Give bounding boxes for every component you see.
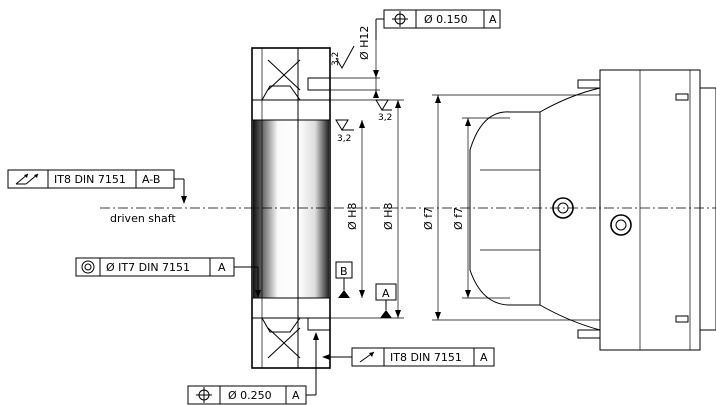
roughness-icon: 3,2 (335, 119, 354, 144)
gear-unit-body (469, 69, 716, 351)
dim-bore-h8-outer: Ø H8 (382, 203, 395, 230)
roughness-top: 3,2 (331, 52, 341, 66)
svg-text:B: B (340, 265, 348, 278)
position-icon (196, 387, 212, 403)
position-icon (392, 11, 408, 27)
svg-text:Ø 0.250: Ø 0.250 (228, 389, 272, 402)
svg-text:A: A (382, 287, 390, 300)
datum-b: B (335, 261, 353, 298)
dim-shaft-f7-outer: Ø f7 (422, 207, 435, 230)
roughness-right: 3,2 (378, 113, 392, 123)
roughness-icon: 3,2 (331, 45, 355, 70)
frame-concentricity: Ø IT7 DIN 7151 A (75, 257, 261, 298)
dim-shaft-f7-inner: Ø f7 (452, 207, 465, 230)
total-runout-icon (15, 173, 39, 185)
roughness-symbols: 3,2 3,2 3,2 (331, 45, 392, 144)
dim-bore-h8-inner: Ø H8 (346, 203, 359, 230)
driven-shaft-label: driven shaft (110, 212, 176, 225)
hub-section (251, 47, 331, 369)
dimensions: Ø H12 Ø H8 Ø H8 Ø f7 Ø f7 (310, 26, 600, 321)
dim-bore-h12: Ø H12 (358, 26, 371, 60)
frame-position-top: Ø 0.150 A (375, 9, 501, 40)
svg-text:IT8 DIN 7151: IT8 DIN 7151 (390, 351, 462, 364)
concentricity-icon (81, 260, 95, 274)
frame-runout-bottom: IT8 DIN 7151 A (322, 347, 495, 367)
bolt-icon (610, 214, 632, 236)
bolt-icon (552, 197, 574, 219)
svg-text:A: A (480, 351, 488, 364)
svg-text:A: A (292, 389, 300, 402)
frame-position-bottom: Ø 0.250 A (187, 332, 319, 405)
svg-text:IT8 DIN 7151: IT8 DIN 7151 (54, 173, 126, 186)
datum-a: A (375, 283, 397, 318)
frame-runout-left: IT8 DIN 7151 A-B (7, 169, 187, 204)
svg-text:Ø 0.150: Ø 0.150 (424, 13, 468, 26)
roughness-mid: 3,2 (337, 134, 351, 144)
svg-text:Ø IT7 DIN 7151: Ø IT7 DIN 7151 (106, 261, 190, 274)
circular-runout-icon (359, 351, 375, 363)
svg-text:A: A (218, 261, 226, 274)
svg-text:A-B: A-B (142, 173, 160, 186)
roughness-icon: 3,2 (375, 99, 392, 123)
svg-text:A: A (489, 13, 497, 26)
